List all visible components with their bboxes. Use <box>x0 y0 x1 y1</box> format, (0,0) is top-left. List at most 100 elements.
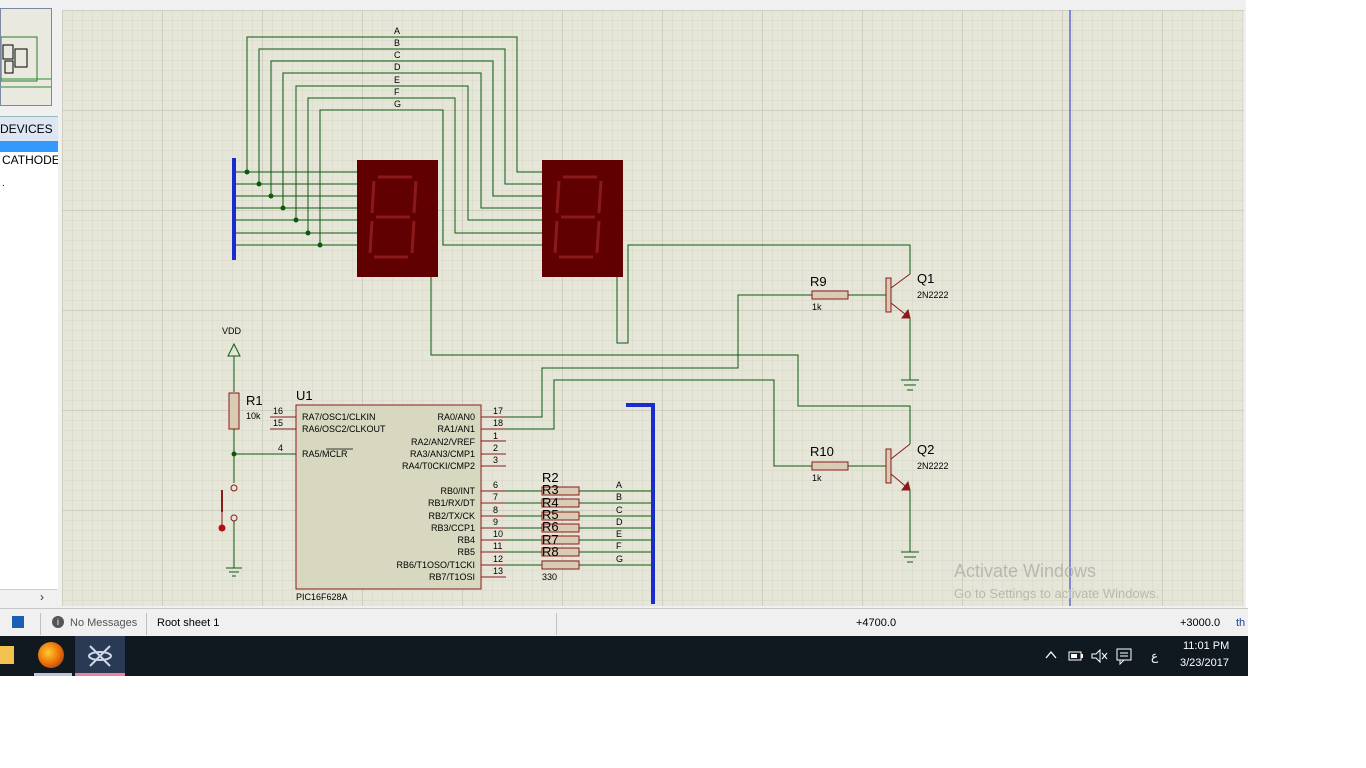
svg-text:2N2222: 2N2222 <box>917 461 949 471</box>
schematic-canvas[interactable]: A B C D E F G <box>62 10 1244 606</box>
svg-text:3: 3 <box>493 455 498 465</box>
proteus-icon <box>75 645 125 676</box>
svg-text:RB1/RX/DT: RB1/RX/DT <box>428 498 476 508</box>
stop-square-icon[interactable] <box>12 616 24 628</box>
svg-text:13: 13 <box>493 566 503 576</box>
resistor-r10[interactable]: R10 1k <box>810 444 849 483</box>
volume-muted-icon[interactable] <box>1090 648 1108 664</box>
devices-header[interactable]: DEVICES <box>0 116 58 142</box>
taskbar: ع 11:01 PM 3/23/2017 <box>0 636 1248 676</box>
svg-text:PIC16F628A: PIC16F628A <box>296 592 348 602</box>
microcontroller-u1[interactable]: U1 PIC16F628A <box>295 388 482 602</box>
sheet-name: Root sheet 1 <box>157 617 220 629</box>
svg-text:RA3/AN3/CMP1: RA3/AN3/CMP1 <box>410 449 475 459</box>
svg-text:9: 9 <box>493 517 498 527</box>
svg-text:R10: R10 <box>810 444 834 459</box>
svg-text:RB0/INT: RB0/INT <box>440 486 475 496</box>
ground-reset <box>226 567 242 577</box>
svg-text:B: B <box>394 38 400 48</box>
svg-text:RA7/OSC1/CLKIN: RA7/OSC1/CLKIN <box>302 412 376 422</box>
svg-text:D: D <box>394 62 401 72</box>
svg-text:6: 6 <box>493 480 498 490</box>
overview-window[interactable] <box>0 8 52 106</box>
svg-text:18: 18 <box>493 418 503 428</box>
svg-text:RB2/TX/CK: RB2/TX/CK <box>428 511 475 521</box>
svg-text:G: G <box>616 554 623 564</box>
svg-text:RA6/OSC2/CLKOUT: RA6/OSC2/CLKOUT <box>302 424 386 434</box>
u1-left-pins: 16 15 4 RA7/OSC1/CLKIN RA6/OSC2/CLKOUT R… <box>270 406 386 459</box>
clock-date[interactable]: 3/23/2017 <box>1180 657 1229 669</box>
resistor-r9[interactable]: R9 1k <box>810 274 849 312</box>
units-label: th <box>1236 617 1246 629</box>
svg-text:R9: R9 <box>810 274 827 289</box>
ground-q1 <box>901 379 919 391</box>
svg-text:E: E <box>394 75 400 85</box>
firefox-icon[interactable] <box>38 642 64 668</box>
svg-text:R8: R8 <box>542 544 559 559</box>
status-separator-3 <box>556 613 557 635</box>
devices-list[interactable] <box>0 141 58 589</box>
device-selection-highlight[interactable] <box>0 141 58 152</box>
svg-text:R6: R6 <box>542 519 559 534</box>
input-language-indicator[interactable]: ع <box>1151 649 1159 663</box>
svg-text:RB3/CCP1: RB3/CCP1 <box>431 523 475 533</box>
device-list-scrollbar[interactable] <box>0 589 57 607</box>
rb-resistor-array[interactable]: R2 R3 R4 R5 R6 R7 R8 330 A B C D E F G <box>506 470 653 582</box>
status-separator-2 <box>146 613 147 635</box>
messages-status[interactable]: No Messages <box>70 617 138 629</box>
transistor-wires[interactable] <box>430 244 911 552</box>
svg-text:A: A <box>394 26 400 36</box>
segment-bus-right[interactable] <box>626 403 655 604</box>
activate-windows-subtitle: Go to Settings to activate Windows. <box>954 586 1159 601</box>
status-bar: i No Messages Root sheet 1 +4700.0 +3000… <box>0 608 1248 637</box>
svg-text:R3: R3 <box>542 482 559 497</box>
scroll-right-arrow-icon[interactable]: › <box>40 590 44 604</box>
svg-text:E: E <box>616 529 622 539</box>
info-icon: i <box>52 616 64 628</box>
seven-segment-display-1[interactable] <box>357 160 438 277</box>
svg-text:Q1: Q1 <box>917 271 934 286</box>
chevron-up-icon[interactable] <box>1044 648 1058 662</box>
transistor-q2[interactable]: Q2 2N2222 <box>885 442 949 491</box>
svg-text:U1: U1 <box>296 388 313 403</box>
proteus-taskbar-button[interactable] <box>75 636 125 676</box>
svg-text:2N2222: 2N2222 <box>917 290 949 300</box>
svg-text:F: F <box>616 541 622 551</box>
coord-y: +3000.0 <box>1180 617 1221 629</box>
action-center-icon[interactable] <box>1115 647 1133 665</box>
u1-right-pins: 17 18 1 2 3 6 7 8 9 10 11 12 13 RA0/AN0 … <box>396 406 506 582</box>
svg-text:1k: 1k <box>812 302 822 312</box>
svg-text:C: C <box>616 505 623 515</box>
svg-text:R7: R7 <box>542 532 559 547</box>
svg-text:RB4: RB4 <box>457 535 475 545</box>
svg-text:RB7/T1OSI: RB7/T1OSI <box>429 572 475 582</box>
svg-text:17: 17 <box>493 406 503 416</box>
device-list-item-2[interactable]: . <box>2 178 5 189</box>
transistor-q1[interactable]: Q1 2N2222 <box>885 271 949 319</box>
svg-text:Q2: Q2 <box>917 442 934 457</box>
svg-text:10k: 10k <box>246 411 261 421</box>
svg-text:C: C <box>394 50 401 60</box>
activate-windows-title: Activate Windows <box>954 561 1096 581</box>
svg-text:D: D <box>616 517 623 527</box>
svg-text:VDD: VDD <box>222 326 242 336</box>
segment-wires[interactable] <box>235 36 542 246</box>
device-list-item[interactable]: CATHODE <box>2 153 60 167</box>
file-explorer-icon[interactable] <box>0 646 14 664</box>
svg-text:F: F <box>394 87 400 97</box>
bus-labels: A B C D E F G <box>394 26 401 109</box>
reset-button[interactable] <box>218 484 238 568</box>
resistor-r1[interactable]: R1 10k <box>228 356 263 483</box>
coord-x: +4700.0 <box>856 617 897 629</box>
svg-text:7: 7 <box>493 492 498 502</box>
svg-text:4: 4 <box>278 443 283 453</box>
firefox-running-indicator <box>34 673 72 676</box>
seven-segment-display-2[interactable] <box>542 160 623 277</box>
ground-q2 <box>901 551 919 563</box>
svg-text:RA5/MCLR: RA5/MCLR <box>302 449 348 459</box>
svg-text:RA1/AN1: RA1/AN1 <box>437 424 475 434</box>
battery-icon[interactable] <box>1068 650 1084 662</box>
svg-text:15: 15 <box>273 418 283 428</box>
svg-text:2: 2 <box>493 443 498 453</box>
clock-time[interactable]: 11:01 PM <box>1183 640 1230 652</box>
